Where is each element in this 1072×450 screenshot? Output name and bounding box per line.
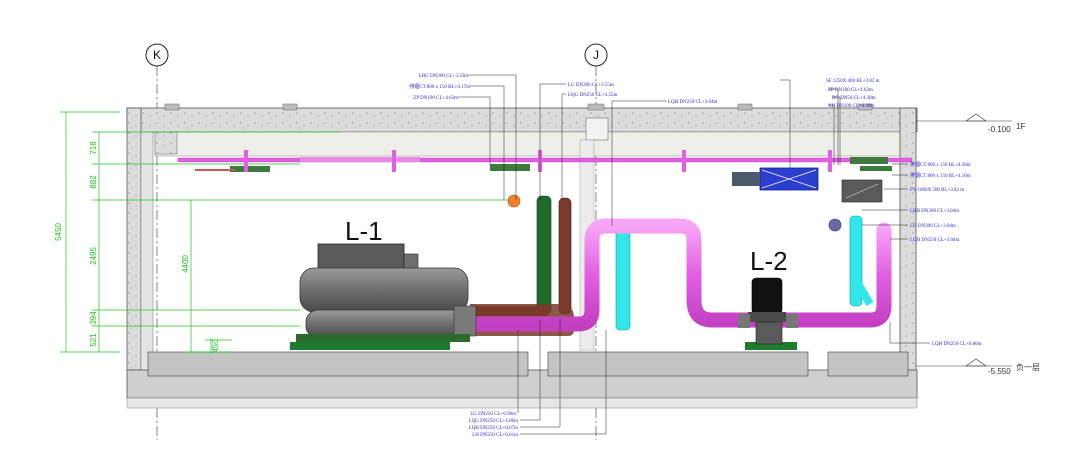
annotations-top-left: LRG DN300 CL+3.33m 排烟CT 800 x 150 BL+4.1… [409, 74, 470, 101]
upper-slab [126, 103, 918, 157]
dim-450: 450 [211, 339, 220, 353]
annotation: LRH DN300 CL+3.04m [910, 209, 959, 214]
level-upper-floor: 1F [1016, 122, 1025, 131]
dim-718: 718 [89, 141, 98, 155]
chiller-l1 [296, 243, 477, 342]
annotations-right: 排烟CT 800 x 150 BL+4.38m 排烟CT 800 x 150 B… [910, 161, 981, 347]
dim-total: 5450 [54, 223, 63, 241]
annotation: ZP DN100 CL+4.63m [413, 96, 458, 101]
annotation: LG DN250 CL+0.96m [470, 412, 516, 417]
annotation: LH DN300 CL+3.04m [910, 224, 956, 229]
equipment-label-chiller: L-1 [345, 216, 383, 246]
annotation: 排烟CT 800 x 150 BL+4.17m [409, 83, 470, 90]
annotation: LH DN250 CL+0.61m [472, 433, 518, 438]
annotation: 排烟CT 800 x 150 BL+4.38m [910, 161, 971, 168]
annotation: SF 1250X 400 BL+3.82 m [826, 79, 880, 84]
annotation: 排烟CT 800 x 150 BL+4.10m [910, 172, 971, 179]
annotation: LG DN300 CL+3.55m [568, 83, 614, 88]
annotation: LQH DN250 CL+0.86m [932, 342, 981, 347]
annotation: LQH DN250 CL+0.67m [469, 426, 518, 431]
level-lower-value: -5.550 [988, 367, 1011, 376]
annotation: XH DN100 CL+4.38m [828, 104, 874, 109]
level-upper-value: -0.100 [988, 125, 1011, 134]
upper-ducts [177, 150, 913, 232]
annotation: RG DN50 CL+4.38m [832, 96, 876, 101]
leader-lines [458, 74, 930, 435]
grid-bubble-k [145, 43, 169, 67]
riser-pipes [468, 195, 574, 336]
annotation: LQH DN250 CL+3.04m [910, 238, 959, 243]
grid-label-j: J [593, 48, 599, 62]
annotations-top-mid: LG DN300 CL+3.55m LQG DN250 CL+3.55m LQH… [568, 83, 717, 105]
equipment-label-pump: L-2 [750, 246, 788, 276]
annotation: LQH DN250 CL+3.04m [668, 100, 717, 105]
annotation: PY 1000X 500 BL+3.82 m [910, 188, 964, 193]
dim-521: 521 [89, 333, 98, 347]
dim-4400: 4400 [181, 255, 190, 273]
level-lower-floor: 负一层 [1016, 362, 1040, 372]
grid-bubble-j [584, 43, 608, 67]
dim-882: 882 [89, 175, 98, 189]
annotation: LQG DN250 CL+3.55m [568, 93, 617, 98]
annotation: LRG DN300 CL+3.33m [419, 74, 468, 79]
dimension-lines [60, 111, 510, 354]
annotation: LQG DN250 CL+1.06m [469, 419, 518, 424]
pump-l2 [738, 277, 798, 345]
foundation [126, 342, 918, 409]
cyan-pipes [615, 215, 874, 331]
annotation: ZP DN100 CL+4.63m [828, 88, 873, 93]
dim-2495: 2495 [89, 247, 98, 265]
annotations-bottom: LG DN250 CL+0.96m LQG DN250 CL+1.06m LQH… [469, 412, 518, 438]
dim-394: 394 [89, 311, 98, 325]
grid-label-k: K [153, 48, 161, 62]
annotations-top-right: SF 1250X 400 BL+3.82 m ZP DN100 CL+4.63m… [826, 79, 880, 109]
level-markers [916, 113, 1012, 367]
magenta-pipes [466, 218, 892, 332]
